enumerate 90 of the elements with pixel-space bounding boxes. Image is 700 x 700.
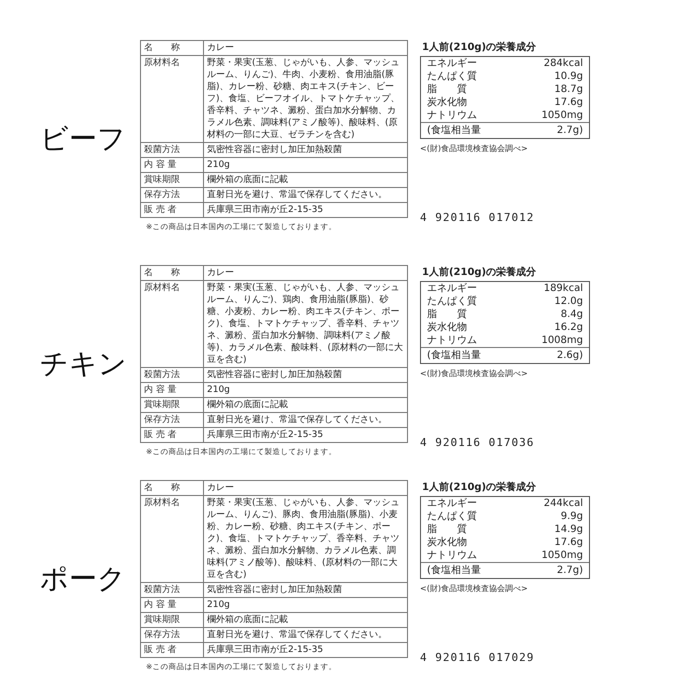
field-name: 賞味期限 bbox=[140, 612, 204, 628]
nutrient-name: 脂 質 bbox=[427, 308, 467, 321]
nutrient-value: 244kcal bbox=[544, 497, 583, 510]
nutrient-value: 17.6g bbox=[554, 96, 583, 109]
field-value: 直射日光を避け、常温で保存してください。 bbox=[204, 628, 408, 642]
field-value: 210g bbox=[204, 598, 408, 612]
nutrition-title: 1人前(210g)の栄養成分 bbox=[422, 266, 536, 279]
nutrient-name: たんぱく質 bbox=[427, 70, 477, 83]
nutrient-value: 14.9g bbox=[554, 523, 583, 536]
field-name: 内 容 量 bbox=[140, 382, 204, 398]
nutrient-name: 炭水化物 bbox=[427, 536, 467, 549]
field-name: 内 容 量 bbox=[140, 158, 204, 172]
field-value: 210g bbox=[204, 158, 408, 172]
field-value: 兵庫県三田市南が丘2-15-35 bbox=[204, 428, 408, 442]
field-name: 販 売 者 bbox=[140, 642, 204, 658]
field-value: カレー bbox=[204, 266, 408, 280]
nutrient-value: 1050mg bbox=[541, 549, 583, 562]
field-name: 内 容 量 bbox=[140, 598, 204, 612]
field-value: 兵庫県三田市南が丘2-15-35 bbox=[204, 642, 408, 658]
nutrient-name: エネルギー bbox=[427, 497, 477, 510]
nutrient-value: 12.0g bbox=[554, 295, 583, 308]
nutrition-title: 1人前(210g)の栄養成分 bbox=[422, 480, 536, 494]
field-name: 殺菌方法 bbox=[140, 368, 204, 382]
field-value: カレー bbox=[204, 40, 408, 56]
field-name: 殺菌方法 bbox=[140, 582, 204, 598]
field-value: 気密性容器に密封し加圧加熱殺菌 bbox=[204, 142, 408, 158]
field-name: 名 称 bbox=[140, 40, 204, 56]
salt-value: 2.7g) bbox=[556, 564, 583, 577]
product-name: ビーフ bbox=[40, 121, 126, 157]
field-value: 気密性容器に密封し加圧加熱殺菌 bbox=[204, 368, 408, 382]
nutrient-value: 1050mg bbox=[541, 109, 583, 122]
nutrient-name: たんぱく質 bbox=[427, 295, 477, 308]
nutrient-value: 18.7g bbox=[554, 83, 583, 96]
salt-label: (食塩相当量 bbox=[427, 564, 481, 577]
nutrient-name: エネルギー bbox=[427, 57, 477, 70]
field-name: 名 称 bbox=[140, 480, 204, 496]
barcode-number: 4 920116 017029 bbox=[420, 651, 534, 664]
field-name: 保存方法 bbox=[140, 412, 204, 428]
source-note: <(財)食品環境検査協会調べ> bbox=[420, 143, 528, 154]
source-note: <(財)食品環境検査協会調べ> bbox=[420, 368, 528, 379]
field-name: 原材料名 bbox=[140, 496, 204, 582]
nutrient-name: 脂 質 bbox=[427, 83, 467, 96]
field-value: 野菜・果実(玉葱、じゃがいも、人参、マッシュルーム、りんご)、牛肉、小麦粉、食用油脂(豚脂)、カレー粉、砂糖、肉エキス(チキン、ビーフ)、食塩、ビーフオイル、トマトケチャップ、香辛料、チャツネ、澱粉、蛋白加水分解物、カラメル色素、調味料(アミノ酸等)、酸味料、(原材料の一部に大豆、ゼラチンを含む) bbox=[204, 56, 408, 142]
nutrient-name: 脂 質 bbox=[427, 523, 467, 536]
nutrient-name: ナトリウム bbox=[427, 549, 477, 562]
salt-value: 2.6g) bbox=[556, 349, 583, 362]
field-name: 賞味期限 bbox=[140, 172, 204, 188]
nutrient-name: エネルギー bbox=[427, 282, 477, 295]
field-value: 兵庫県三田市南が丘2-15-35 bbox=[204, 202, 408, 218]
field-value: 210g bbox=[204, 382, 408, 398]
nutrient-value: 10.9g bbox=[554, 70, 583, 83]
salt-value: 2.7g) bbox=[556, 124, 583, 137]
nutrient-value: 17.6g bbox=[554, 536, 583, 549]
field-value: 直射日光を避け、常温で保存してください。 bbox=[204, 188, 408, 202]
field-name: 賞味期限 bbox=[140, 398, 204, 412]
field-value: 野菜・果実(玉葱、じゃがいも、人参、マッシュルーム、りんご)、豚肉、食用油脂(豚脂)、小麦粉、カレー粉、砂糖、肉エキス(チキン、ポーク)、食塩、トマトケチャップ、香辛料、チャツネ、澱粉、蛋白加水分解物、カラメル色素、調味料(アミノ酸等)、酸味料、(原材料の一部に大豆を含む) bbox=[204, 496, 408, 582]
field-value: 欄外箱の底面に記載 bbox=[204, 172, 408, 188]
field-value: 気密性容器に密封し加圧加熱殺菌 bbox=[204, 582, 408, 598]
field-name: 保存方法 bbox=[140, 628, 204, 642]
nutrient-value: 8.4g bbox=[560, 308, 583, 321]
field-name: 販 売 者 bbox=[140, 202, 204, 218]
salt-label: (食塩相当量 bbox=[427, 349, 481, 362]
field-name: 名 称 bbox=[140, 266, 204, 280]
field-name: 原材料名 bbox=[140, 280, 204, 368]
nutrient-name: ナトリウム bbox=[427, 334, 477, 347]
field-name: 保存方法 bbox=[140, 188, 204, 202]
nutrient-value: 9.9g bbox=[560, 510, 583, 523]
field-name: 販 売 者 bbox=[140, 428, 204, 442]
nutrition-title: 1人前(210g)の栄養成分 bbox=[422, 40, 536, 54]
source-note: <(財)食品環境検査協会調べ> bbox=[420, 583, 528, 594]
field-value: 直射日光を避け、常温で保存してください。 bbox=[204, 412, 408, 428]
nutrient-value: 189kcal bbox=[544, 282, 583, 295]
nutrient-value: 284kcal bbox=[544, 57, 583, 70]
field-value: 野菜・果実(玉葱、じゃがいも、人参、マッシュルーム、りんご)、鶏肉、食用油脂(豚脂)、砂糖、小麦粉、カレー粉、肉エキス(チキン、ポーク)、食塩、トマトケチャップ、香辛料、チャツネ、澱粉、蛋白加水分解物、調味料(アミノ酸等)、カラメル色素、酸味料、(原材料の一部に大豆を含む) bbox=[204, 280, 408, 368]
nutrient-name: 炭水化物 bbox=[427, 321, 467, 334]
barcode-number: 4 920116 017036 bbox=[420, 436, 534, 449]
nutrient-value: 1008mg bbox=[541, 334, 583, 347]
field-name: 殺菌方法 bbox=[140, 142, 204, 158]
field-value: カレー bbox=[204, 480, 408, 496]
field-value: 欄外箱の底面に記載 bbox=[204, 398, 408, 412]
nutrient-name: たんぱく質 bbox=[427, 510, 477, 523]
product-name: ポーク bbox=[40, 561, 126, 597]
field-name: 原材料名 bbox=[140, 56, 204, 142]
field-value: 欄外箱の底面に記載 bbox=[204, 612, 408, 628]
product-name: チキン bbox=[40, 346, 127, 382]
nutrient-value: 16.2g bbox=[554, 321, 583, 334]
nutrient-name: 炭水化物 bbox=[427, 96, 467, 109]
nutrient-name: ナトリウム bbox=[427, 109, 477, 122]
barcode-number: 4 920116 017012 bbox=[420, 211, 534, 224]
salt-label: (食塩相当量 bbox=[427, 124, 481, 137]
